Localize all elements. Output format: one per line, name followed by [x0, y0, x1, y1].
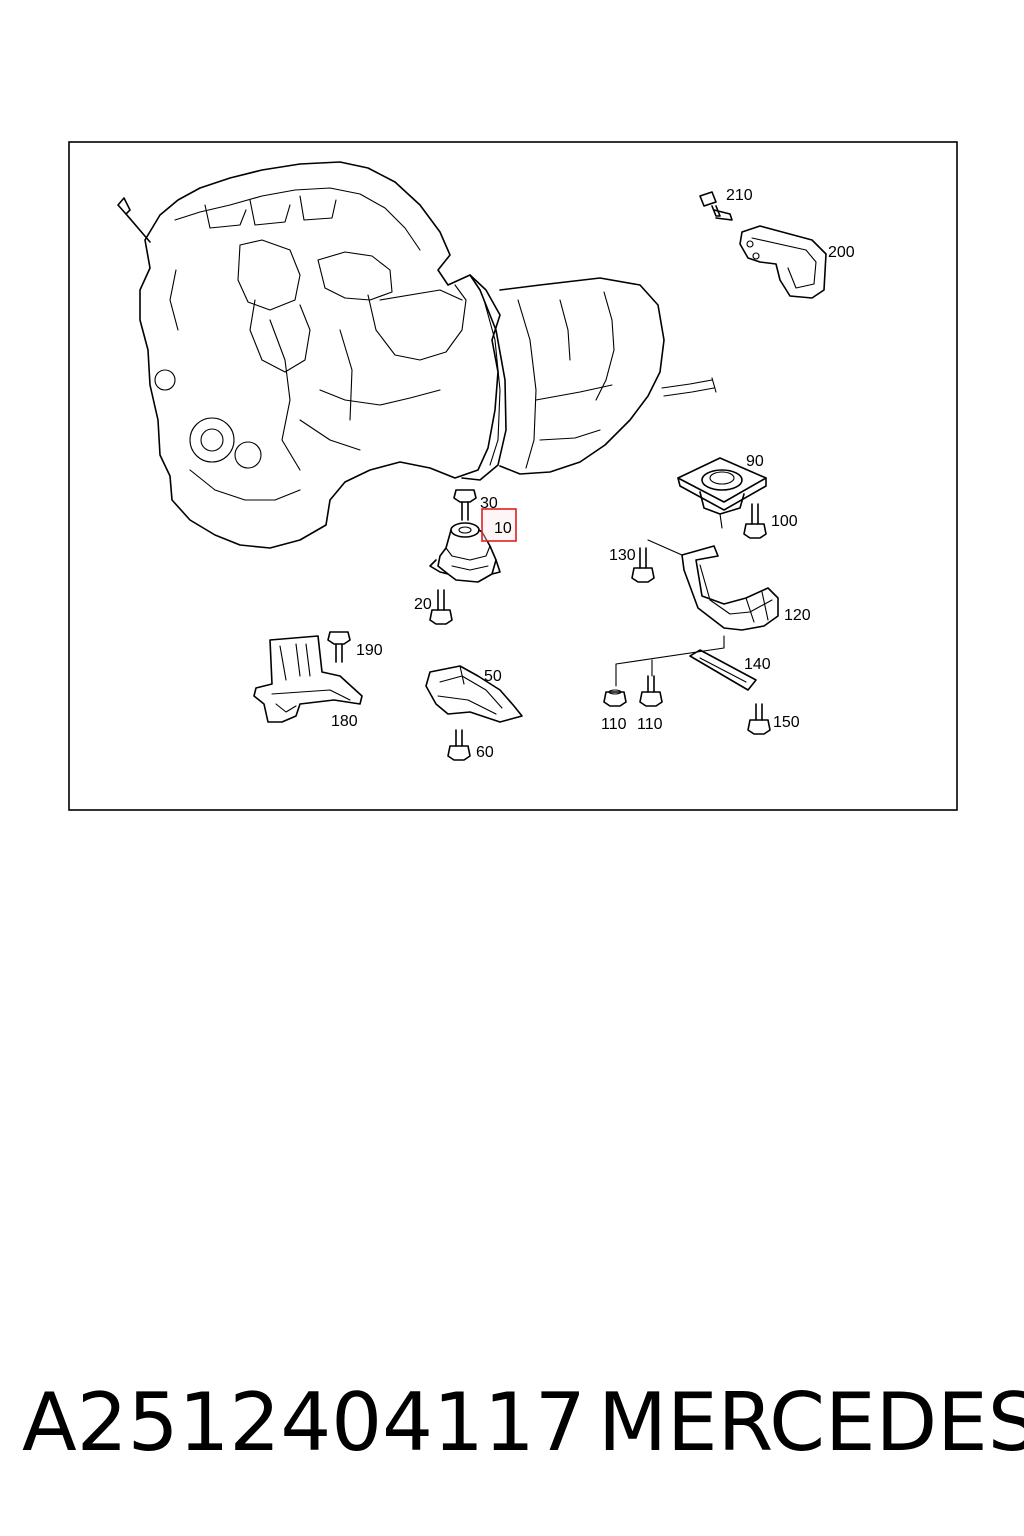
- callout-20: 20: [414, 596, 432, 613]
- brand-name: MERCEDES: [598, 1376, 1024, 1469]
- callout-110-nut: 110: [601, 716, 627, 733]
- bolt-210-illustration: [699, 191, 733, 221]
- bracket-180-illustration: [253, 635, 363, 723]
- callout-210: 210: [726, 187, 753, 204]
- callout-110-bolt: 110: [637, 716, 663, 733]
- callout-140: 140: [744, 656, 771, 673]
- callout-10: 10: [494, 520, 512, 537]
- bracket-200-illustration: [739, 225, 827, 299]
- nut-110-illustration: [603, 689, 627, 707]
- callout-190: 190: [356, 642, 383, 659]
- callout-150: 150: [773, 714, 800, 731]
- callout-180: 180: [331, 713, 358, 730]
- callout-10-highlight-box: [481, 508, 517, 542]
- callout-60: 60: [476, 744, 494, 761]
- bolt-20-illustration: [429, 589, 453, 625]
- leader-lines-110: [615, 635, 725, 687]
- mount-90-illustration: [677, 457, 767, 529]
- bolt-150-illustration: [747, 703, 771, 735]
- bolt-30-illustration: [453, 489, 477, 521]
- callout-200: 200: [828, 244, 855, 261]
- callout-90: 90: [746, 453, 764, 470]
- engine-transmission-illustration: [117, 161, 717, 549]
- bolt-190-illustration: [327, 631, 351, 663]
- callout-120: 120: [784, 607, 811, 624]
- bracket-50-illustration: [425, 665, 523, 723]
- bolt-130-illustration: [631, 547, 655, 583]
- callout-130: 130: [609, 547, 636, 564]
- bolt-60-illustration: [447, 729, 471, 761]
- engine-mount-10-illustration: [429, 522, 501, 583]
- callout-100: 100: [771, 513, 798, 530]
- callout-30: 30: [480, 495, 498, 512]
- bolt-100-illustration: [743, 503, 767, 539]
- part-number: A2512404117: [22, 1376, 586, 1469]
- bolt-110-illustration: [639, 675, 663, 707]
- diagram-frame: [68, 141, 958, 811]
- callout-50: 50: [484, 668, 502, 685]
- crossmember-120-illustration: [647, 539, 779, 631]
